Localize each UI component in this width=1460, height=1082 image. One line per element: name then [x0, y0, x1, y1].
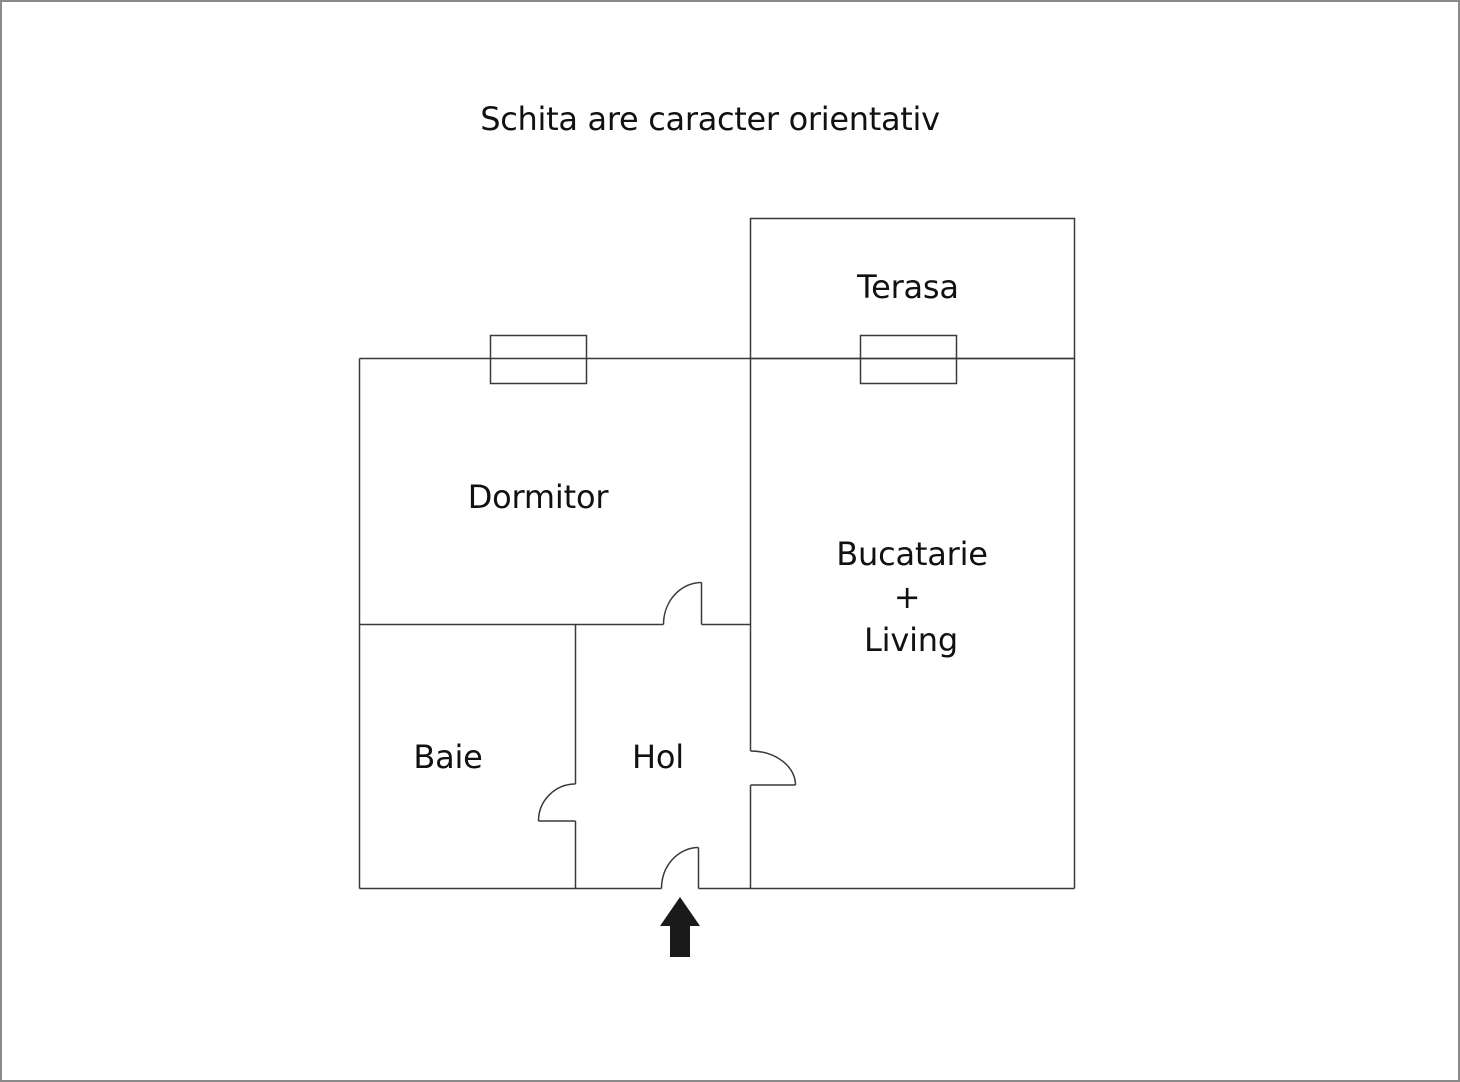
room-label-terasa: Terasa [857, 268, 959, 306]
window-dormitor [489, 334, 588, 385]
room-label-living: Living [864, 621, 958, 659]
door-baie [537, 783, 576, 822]
door-dormitor [662, 581, 703, 625]
room-label-plus: + [893, 578, 921, 616]
room-label-bucatarie: Bucatarie [836, 535, 988, 573]
room-label-dormitor: Dormitor [467, 478, 609, 516]
window-living [859, 334, 958, 385]
door-entrance [660, 846, 700, 889]
room-label-baie: Baie [413, 738, 483, 776]
door-living [750, 750, 797, 786]
room-label-hol: Hol [632, 738, 684, 776]
page-title: Schita are caracter orientativ [480, 100, 940, 138]
arrow-up-icon [660, 897, 700, 957]
room-label-bucatarie-living: Bucatarie + Living [812, 533, 1012, 662]
